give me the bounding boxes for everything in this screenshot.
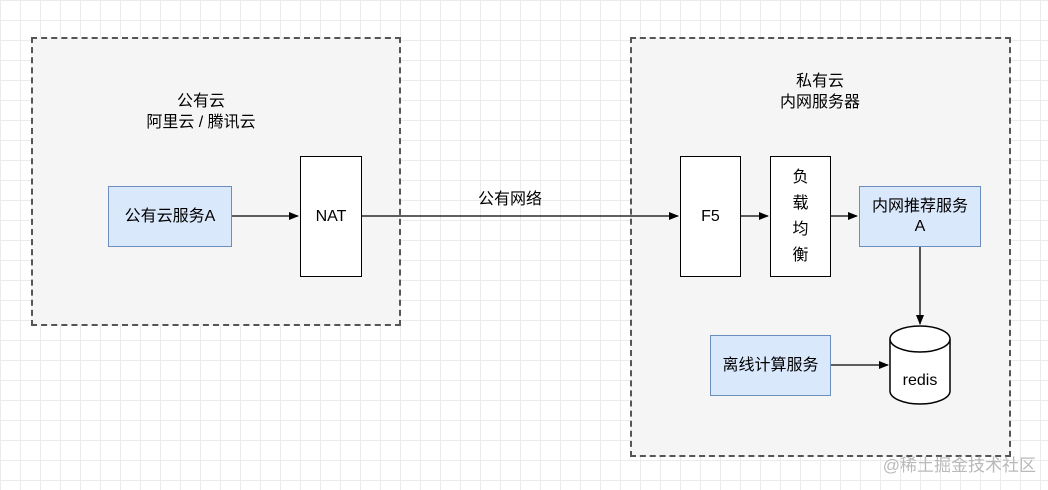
intranet-recommend-service-box[interactable]: 内网推荐服务 A — [859, 186, 981, 247]
public-cloud-title-line1: 公有云 — [176, 93, 225, 110]
public-cloud-service-box[interactable]: 公有云服务A — [108, 186, 232, 247]
private-cloud-title: 私有云 内网服务器 — [770, 71, 870, 113]
intranet-recommend-service-line1: 内网推荐服务 — [871, 197, 968, 215]
redis-cylinder-icon[interactable] — [889, 325, 951, 405]
nat-box[interactable]: NAT — [300, 156, 362, 277]
load-balancer-char: 均 — [792, 220, 809, 238]
public-cloud-title: 公有云 阿里云 / 腾讯云 — [31, 91, 371, 133]
watermark: @稀土掘金技术社区 — [882, 456, 1036, 475]
nat-label: NAT — [315, 207, 347, 225]
redis-label: redis — [902, 372, 938, 389]
intranet-recommend-service-label: 内网推荐服务 A — [872, 197, 968, 237]
private-cloud-title-line2: 内网服务器 — [779, 94, 860, 111]
private-cloud-title-line1: 私有云 — [795, 73, 844, 90]
public-cloud-service-label: 公有云服务A — [124, 207, 216, 225]
load-balancer-char: 负 — [792, 168, 809, 186]
public-cloud-title-line2: 阿里云 / 腾讯云 — [146, 114, 256, 131]
load-balancer-box[interactable]: 负 载 均 衡 — [770, 156, 831, 277]
f5-label: F5 — [701, 207, 720, 225]
f5-box[interactable]: F5 — [680, 156, 741, 277]
offline-compute-service-box[interactable]: 离线计算服务 — [710, 335, 831, 396]
offline-compute-service-label: 离线计算服务 — [722, 356, 819, 374]
public-network-label: 公有网络 — [477, 191, 542, 208]
load-balancer-char: 衡 — [792, 246, 809, 264]
load-balancer-label: 负 载 均 衡 — [792, 165, 808, 269]
intranet-recommend-service-line2: A — [914, 217, 926, 235]
load-balancer-char: 载 — [792, 194, 809, 212]
